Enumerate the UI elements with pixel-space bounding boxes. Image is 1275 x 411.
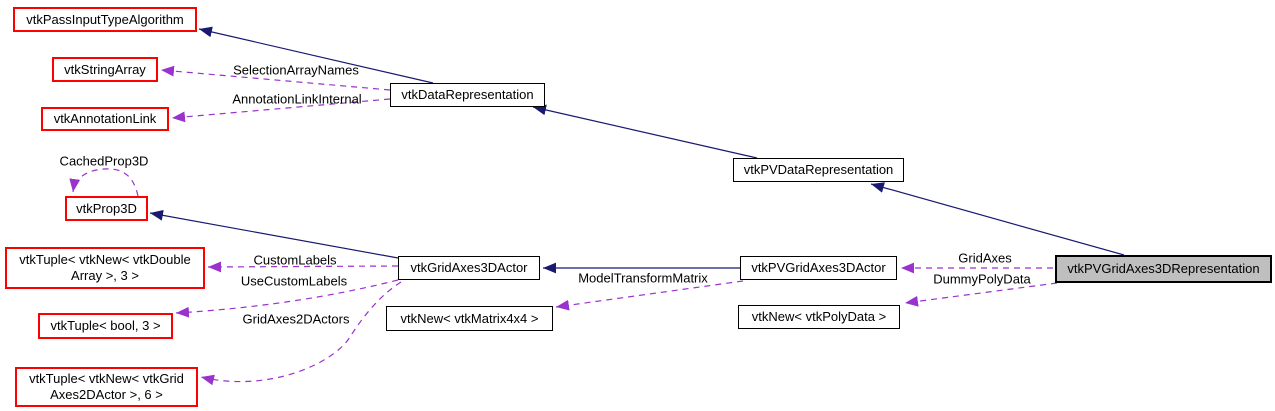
node-data-representation[interactable]: vtkDataRepresentation [390, 83, 545, 107]
node-tuple-double-array-3[interactable]: vtkTuple< vtkNew< vtkDouble Array >, 3 > [5, 247, 205, 289]
edge-use-customlabels [207, 261, 399, 273]
node-pv-grid-axes-3d-representation: vtkPVGridAxes3DRepresentation [1055, 255, 1272, 283]
node-new-polydata[interactable]: vtkNew< vtkPolyData > [738, 305, 900, 329]
edge-use-gridaxes2dactors [200, 281, 402, 386]
node-grid-axes-3d-actor[interactable]: vtkGridAxes3DActor [398, 256, 540, 280]
node-pv-data-representation[interactable]: vtkPVDataRepresentation [733, 158, 904, 182]
edge-use-usecustomlabels [175, 279, 399, 318]
edge-use-dummypolydata [904, 282, 1058, 307]
edge-use-selectionarraynames [160, 65, 391, 91]
node-new-matrix4x4[interactable]: vtkNew< vtkMatrix4x4 > [386, 306, 553, 331]
node-annotation-link[interactable]: vtkAnnotationLink [41, 107, 169, 131]
edge-inherit-datarepresentation-passinputtypealgorithm [198, 26, 434, 84]
edge-use-annotationlinkinternal [171, 98, 391, 123]
edge-inherit-pvdatarepresentation-datarepresentation [532, 104, 758, 159]
edge-inherit-pvgridaxes3drepresentation-pvdatarepresentation [870, 182, 1125, 256]
edge-use-cachedprop3d-selfloop [69, 168, 139, 197]
edge-use-modeltransformmatrix [555, 280, 744, 311]
node-pass-input-type-algorithm[interactable]: vtkPassInputTypeAlgorithm [13, 7, 197, 32]
node-tuple-grid-axes-2d-actor-6[interactable]: vtkTuple< vtkNew< vtkGrid Axes2DActor >,… [15, 367, 198, 407]
node-tuple-bool-3[interactable]: vtkTuple< bool, 3 > [38, 313, 173, 339]
node-pv-grid-axes-3d-actor[interactable]: vtkPVGridAxes3DActor [740, 256, 897, 280]
node-prop3d[interactable]: vtkProp3D [65, 196, 148, 221]
node-string-array[interactable]: vtkStringArray [52, 57, 158, 82]
edge-inherit-gridaxes3dactor-prop3d [149, 209, 399, 259]
